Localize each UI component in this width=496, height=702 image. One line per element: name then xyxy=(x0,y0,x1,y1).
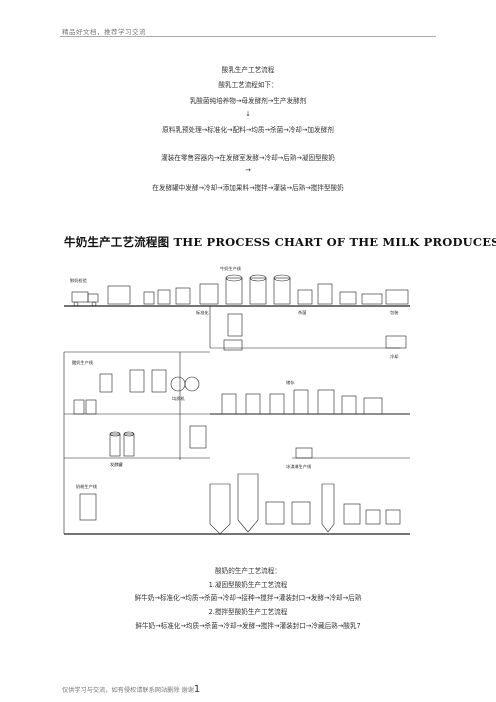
label-yogurt-line: 酸奶生产线 xyxy=(72,359,94,366)
header-rule xyxy=(60,36,436,37)
page-footer: 仅供学习与交流，如有侵权请联系网站删除 谢谢1 xyxy=(62,684,200,695)
section2-sub1: 1.凝固型酸奶生产工艺流程 xyxy=(208,581,288,589)
intro-title: 酸乳生产工艺流程 xyxy=(221,66,275,74)
label-milk-production-line: 牛奶生产线 xyxy=(220,265,242,272)
process-diagram-drawing: 鲜奶检验 牛奶生产线 标准化 酸奶生产线 冷却 储存 包装 杀菌 均质机 发酵罐… xyxy=(63,265,410,535)
label-sterilization: 杀菌 xyxy=(298,309,306,316)
page-number: 1 xyxy=(193,684,201,695)
label-storage: 储存 xyxy=(286,379,294,386)
footer-text: 仅供学习与交流，如有侵权请联系网站删除 谢谢 xyxy=(62,687,194,694)
intro-arrow: → xyxy=(245,166,251,174)
label-ice-cream-line: 冰淇淋生产线 xyxy=(286,463,312,470)
section2-flow2: 鲜牛奶→标准化→均质→杀菌→冷却→发酵→搅拌→灌装封口→冷藏后熟→酸乳7 xyxy=(135,622,361,630)
section2-title: 酸奶的生产工艺流程： xyxy=(215,567,281,575)
label-standardization: 标准化 xyxy=(196,309,209,316)
intro-arrow-down: ↓ xyxy=(245,110,251,118)
intro-step-2: 原料乳预处理→标准化→配料→均质→杀菌→冷却→加发酵剂 xyxy=(162,126,334,134)
section2-sub2: 2.搅拌型酸奶生产工艺流程 xyxy=(208,608,288,616)
section2-flow1: 鲜牛奶→标准化→均质→杀菌→冷却→接种→搅拌→灌装封口→发酵→冷却→后熟 xyxy=(134,594,362,602)
diagram-title: 牛奶生产工艺流程图 THE PROCESS CHART OF THE MILK … xyxy=(64,235,496,249)
label-homogenizer: 均质机 xyxy=(172,395,185,402)
label-raw-milk-receiving: 鲜奶检验 xyxy=(70,277,88,284)
process-diagram: 牛奶生产工艺流程图 THE PROCESS CHART OF THE MILK … xyxy=(60,234,496,554)
intro-step-3: 灌装在零售容器内→在发酵室发酵→冷却→后熟→凝固型酸奶 xyxy=(161,154,335,162)
page-header-text: 精品好文档，推荐学习交流 xyxy=(62,28,146,36)
label-fermentation-tank: 发酵罐 xyxy=(110,461,123,468)
intro-step-4: 在发酵罐中发酵→冷却→添加果料→搅拌→灌装→后熟→搅拌型酸奶 xyxy=(152,184,344,192)
intro-step-1: 乳酸菌纯培养物→母发酵剂→生产发酵剂 xyxy=(189,97,307,105)
label-milk-powder-line: 奶粉生产线 xyxy=(76,483,98,490)
tanker-truck xyxy=(71,291,89,303)
label-packing: 包装 xyxy=(390,309,399,316)
label-cooling: 冷却 xyxy=(390,353,398,360)
intro-subtitle: 酸乳工艺流程如下： xyxy=(218,81,278,89)
